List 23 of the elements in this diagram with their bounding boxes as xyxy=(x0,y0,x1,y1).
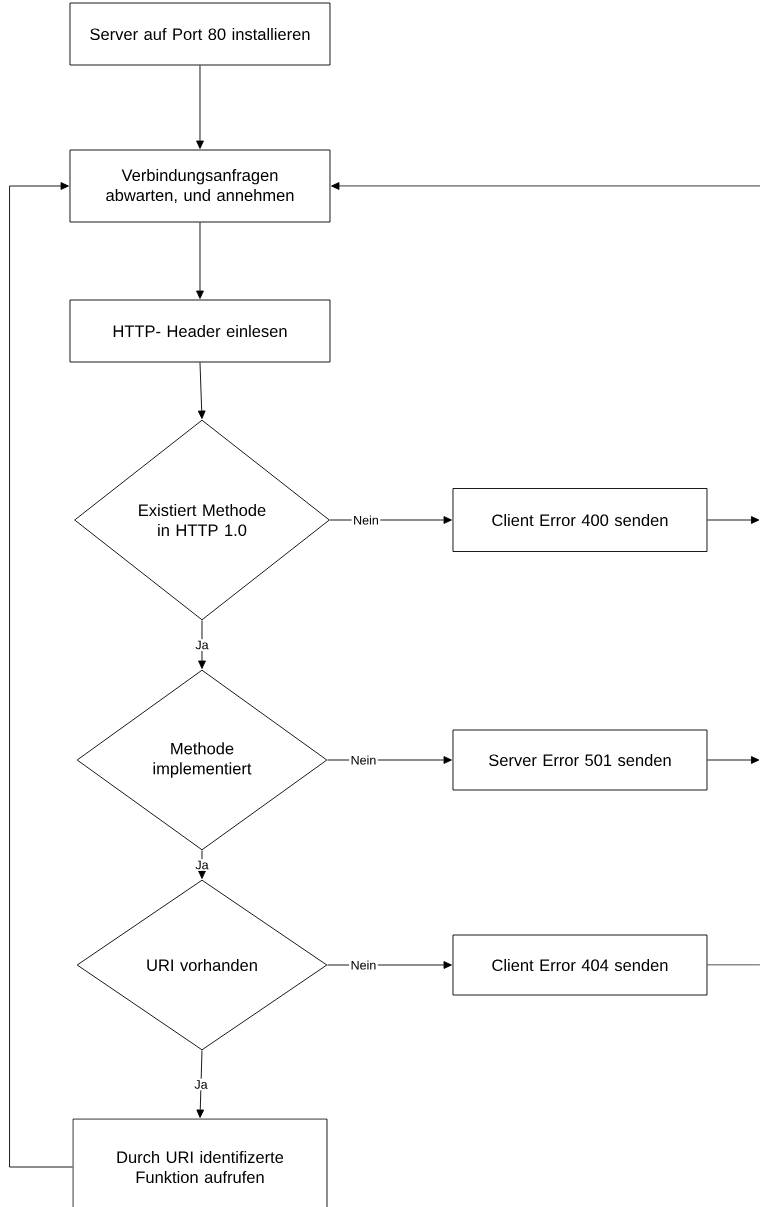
process-box: Server Error 501 senden xyxy=(452,729,708,791)
edge-label: Ja xyxy=(193,639,211,651)
edge-label: Nein xyxy=(349,958,378,972)
arrow xyxy=(331,182,760,190)
arrow xyxy=(198,850,206,879)
arrow xyxy=(707,516,760,524)
process-box: Verbindungsanfragen abwarten, und annehmen xyxy=(69,149,331,223)
process-box: Client Error 404 senden xyxy=(452,934,708,996)
process-box: Durch URI identifizerte Funktion aufrufen xyxy=(72,1118,328,1207)
edge-label: Nein xyxy=(351,513,381,527)
arrow xyxy=(196,1050,205,1118)
arrow xyxy=(198,620,206,669)
arrow xyxy=(707,756,760,764)
arrow xyxy=(196,222,204,299)
edge-label: Ja xyxy=(193,859,211,871)
edge-label: Ja xyxy=(192,1078,210,1091)
process-box: Client Error 400 senden xyxy=(452,488,708,552)
edge-label: Nein xyxy=(349,753,378,767)
arrow xyxy=(197,362,206,419)
process-box: Server auf Port 80 installieren xyxy=(69,2,331,66)
arrow xyxy=(196,65,204,149)
arrow xyxy=(9,182,73,1168)
process-box: HTTP- Header einlesen xyxy=(69,299,331,363)
